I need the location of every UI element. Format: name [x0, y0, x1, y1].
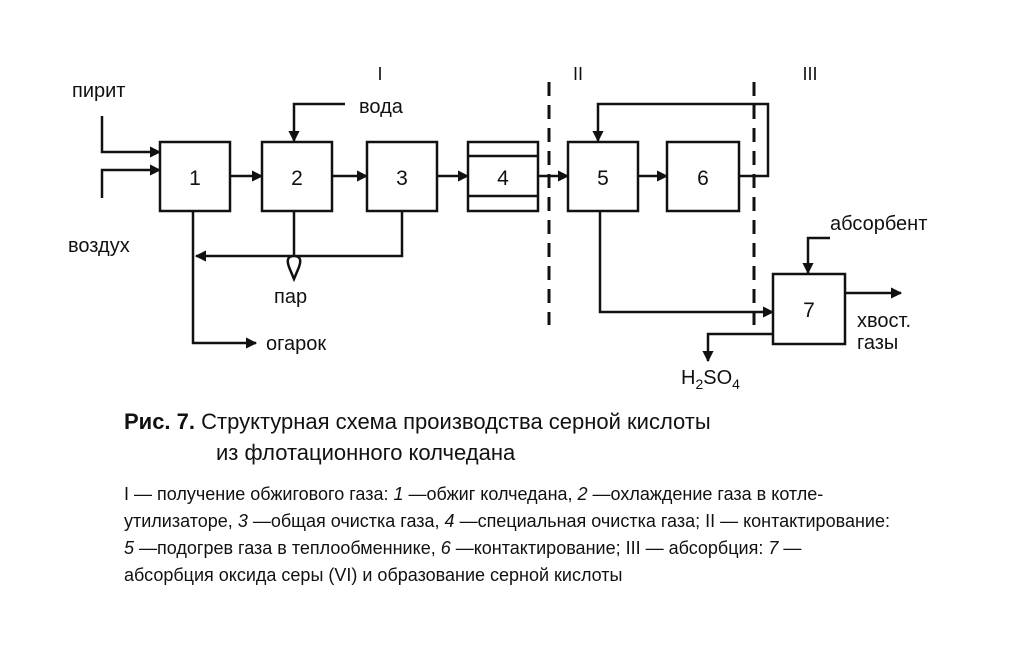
block-3-number: 3	[396, 167, 408, 190]
acid-label: H2SO4	[681, 367, 740, 392]
legend-part: —специальная очистка газа; II — контакти…	[454, 511, 890, 531]
legend-part: I — получение обжигового газа:	[124, 484, 394, 504]
steam-return-line	[194, 211, 404, 283]
legend-part: —обжиг колчедана,	[403, 484, 578, 504]
tail-gas-label-2: газы	[857, 332, 898, 354]
block-7-number: 7	[803, 299, 815, 322]
absorbent-label: абсорбент	[830, 213, 927, 235]
legend-number: 4	[444, 511, 455, 531]
section-label-2: II	[573, 64, 583, 84]
air-arrow	[100, 164, 162, 198]
water-arrow	[288, 102, 345, 143]
block-6-number: 6	[697, 167, 709, 190]
pyrite-label: пирит	[72, 80, 125, 102]
legend-number: 7	[768, 538, 779, 558]
process-flow-diagram: I II III пирит воздух вода 1 2 3 4 5 6 7…	[68, 64, 927, 392]
air-label: воздух	[68, 235, 130, 257]
legend-number: 2	[577, 484, 588, 504]
water-label: вода	[359, 96, 404, 118]
block-6	[665, 140, 741, 213]
figure-caption: Рис. 7. Структурная схема производства с…	[124, 406, 711, 468]
legend-part: —подогрев газа в теплообменнике,	[134, 538, 441, 558]
block-2-number: 2	[291, 167, 303, 190]
legend-part: —контактирование; III — абсорбция:	[450, 538, 769, 558]
block-5-number: 5	[597, 167, 609, 190]
absorbent-arrow	[802, 236, 830, 275]
caption-line-2: из флотационного колчедана	[216, 440, 516, 465]
legend-number: 1	[393, 484, 404, 504]
steam-label: пар	[274, 286, 307, 308]
block-1-number: 1	[189, 167, 201, 190]
cinder-arrow	[191, 211, 258, 349]
legend-part: —общая очистка газа,	[247, 511, 445, 531]
legend-number: 5	[124, 538, 135, 558]
acid-arrow	[702, 332, 773, 363]
figure-legend: I — получение обжигового газа: 1 —обжиг …	[124, 481, 894, 589]
block-7	[771, 272, 847, 346]
legend-part: —охлаждение газа в котле-утилизаторе,	[124, 484, 824, 531]
caption-prefix: Рис. 7.	[124, 409, 196, 434]
legend-part: — абсорбция оксида серы (VI) и образован…	[124, 538, 802, 585]
pyrite-arrow	[100, 116, 162, 158]
block-4	[466, 140, 540, 213]
cinder-label: огарок	[266, 333, 326, 355]
arrow-5-7	[598, 211, 775, 318]
section-label-1: I	[377, 64, 382, 84]
legend-number: 6	[440, 538, 451, 558]
block-1	[158, 140, 232, 213]
caption-line-1: Структурная схема производства серной ки…	[201, 409, 711, 434]
section-label-3: III	[802, 64, 817, 84]
block-4-number: 4	[497, 167, 509, 190]
legend-number: 3	[237, 511, 248, 531]
tail-gas-label-1: хвост.	[857, 310, 911, 332]
recycle-arrow-6-5	[592, 102, 770, 178]
